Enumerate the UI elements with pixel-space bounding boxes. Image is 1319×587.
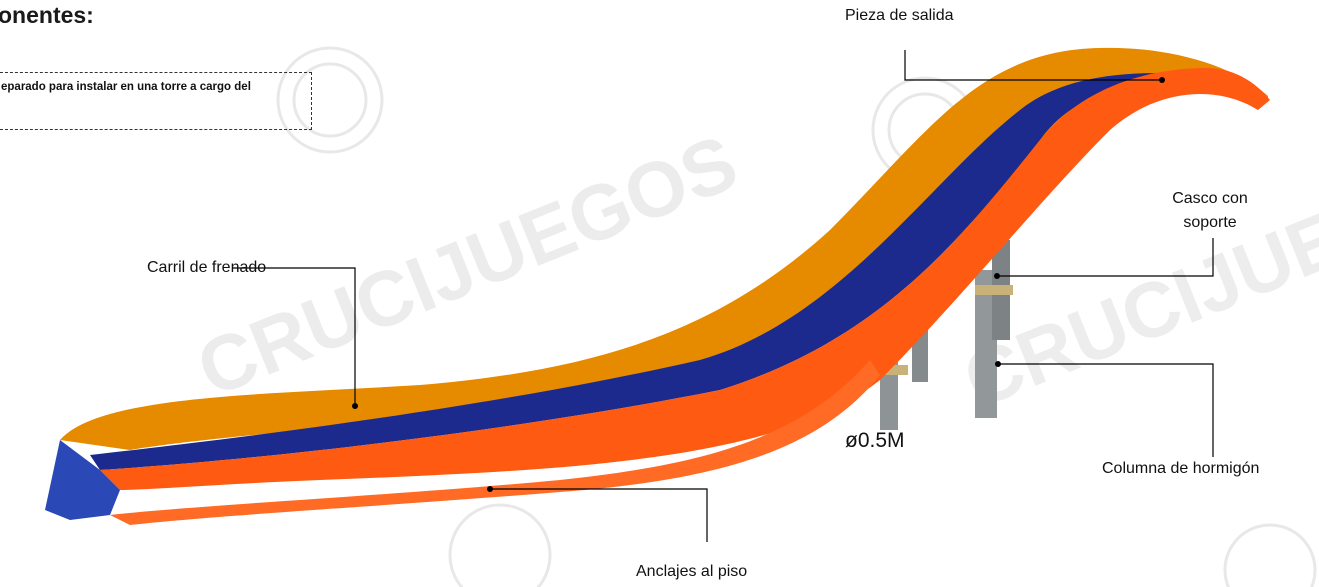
leader-lines bbox=[232, 50, 1214, 542]
components-title: onentes: bbox=[0, 2, 94, 28]
label-concrete-column: Columna de hormigón bbox=[1102, 460, 1260, 477]
installation-note: eparado para instalar en una torre a car… bbox=[0, 72, 312, 130]
leader-dots bbox=[352, 77, 1165, 492]
slide-body bbox=[45, 47, 1270, 525]
label-floor-anchors: Anclajes al piso bbox=[636, 563, 748, 580]
label-exit-piece: Pieza de salida bbox=[845, 7, 954, 24]
label-brake-lane: Carril de frenado bbox=[147, 259, 267, 276]
diameter-label: ø0.5M bbox=[845, 429, 905, 452]
label-helmet-support: Casco con soporte bbox=[1172, 190, 1248, 231]
